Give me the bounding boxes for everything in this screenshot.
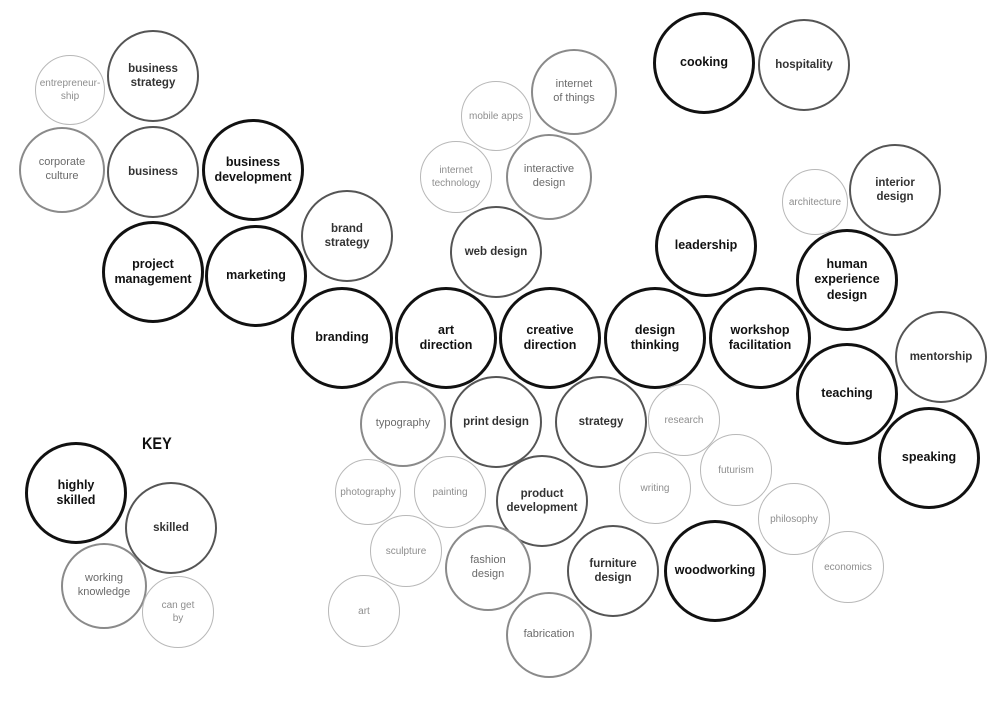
skill-bubble-woodworking: woodworking [664,520,766,622]
skill-bubble-marketing: marketing [205,225,307,327]
skill-bubble-strategy: strategy [555,376,647,468]
key-bubble-lvl-1: highly skilled [25,442,127,544]
skill-bubble-design-thinking: design thinking [604,287,706,389]
skill-bubble-research-label: research [664,414,704,426]
skill-bubble-workshop-facilitation: workshop facilitation [709,287,811,389]
skill-bubble-workshop-facilitation-label: workshop facilitation [728,322,792,352]
skill-bubble-design-thinking-label: design thinking [630,322,680,352]
skill-bubble-brand-strategy: brand strategy [301,190,393,282]
skill-bubble-product-development-label: product development [506,487,578,514]
key-bubble-lvl-3: working knowledge [61,543,147,629]
skill-bubble-mobile-apps-label: mobile apps [469,110,523,122]
skill-bubble-art-label: art [358,605,370,617]
skill-bubble-furniture-design-label: furniture design [589,557,637,584]
skill-bubble-teaching: teaching [796,343,898,445]
skill-bubble-business-label: business [128,165,178,178]
skill-bubble-teaching-label: teaching [821,386,873,401]
skill-bubble-writing: writing [619,452,691,524]
skill-bubble-interactive-design-label: interactive design [523,163,575,189]
skill-bubble-web-design-label: web design [464,245,528,258]
skill-bubble-sculpture-label: sculpture [385,545,427,557]
skill-bubble-business-strategy: business strategy [107,30,199,122]
skill-bubble-photography: photography [335,459,401,525]
skill-bubble-branding: branding [291,287,393,389]
skill-bubble-architecture: architecture [782,169,848,235]
skill-bubble-marketing-label: marketing [226,268,286,283]
skill-bubble-business-development-label: business development [214,154,292,184]
skill-bubble-print-design: print design [450,376,542,468]
skill-bubble-brand-strategy-label: brand strategy [324,222,370,249]
skill-bubble-entrepreneurship-label: entrepreneur- ship [39,78,101,102]
skill-bubble-business-strategy-label: business strategy [128,62,178,89]
skill-bubble-economics-label: economics [824,561,872,573]
skill-bubble-futurism: futurism [700,434,772,506]
skill-bubble-typography: typography [360,381,446,467]
skill-bubble-cooking: cooking [653,12,755,114]
skill-bubble-speaking-label: speaking [901,450,957,465]
skill-bubble-philosophy: philosophy [758,483,830,555]
skill-bubble-woodworking-label: woodworking [674,563,756,578]
skill-bubble-internet-of-things-label: internet of things [553,78,595,104]
skill-bubble-futurism-label: futurism [718,464,754,476]
skill-bubble-painting-label: painting [432,486,468,498]
skill-bubble-architecture-label: architecture [788,196,842,208]
skill-bubble-interior-design: interior design [849,144,941,236]
skill-bubble-art-direction-label: art direction [419,322,473,352]
skill-bubble-photography-label: photography [340,486,396,498]
skill-bubble-art: art [328,575,400,647]
skill-bubble-corporate-culture: corporate culture [19,127,105,213]
key-bubble-lvl-2-label: skilled [153,521,189,534]
skill-bubble-mobile-apps: mobile apps [461,81,531,151]
skill-bubble-typography-label: typography [375,417,431,430]
key-title: KEY [142,434,172,453]
skill-bubble-painting: painting [414,456,486,528]
skill-bubble-leadership: leadership [655,195,757,297]
skill-bubble-fashion-design: fashion design [445,525,531,611]
skill-bubble-branding-label: branding [315,330,369,345]
skill-bubble-sculpture: sculpture [370,515,442,587]
skill-bubble-creative-direction: creative direction [499,287,601,389]
key-bubble-lvl-3-label: working knowledge [77,572,131,598]
skill-bubble-business-development: business development [202,119,304,221]
skill-bubble-strategy-label: strategy [578,415,624,428]
skill-bubble-mentorship-label: mentorship [909,350,973,363]
skill-bubble-economics: economics [812,531,884,603]
skill-bubble-interior-design-label: interior design [875,176,915,203]
skill-bubble-project-management: project management [102,221,204,323]
skill-bubble-internet-technology: internet technology [420,141,492,213]
skill-bubble-corporate-culture-label: corporate culture [38,156,86,182]
skill-bubble-mentorship: mentorship [895,311,987,403]
key-bubble-lvl-1-label: highly skilled [56,477,96,507]
skill-bubble-hospitality-label: hospitality [775,58,833,71]
skill-bubble-human-experience-design: human experience design [796,229,898,331]
skill-bubble-fashion-design-label: fashion design [470,554,506,580]
skill-bubble-hospitality: hospitality [758,19,850,111]
skill-bubble-fabrication: fabrication [506,592,592,678]
skill-bubble-internet-technology-label: internet technology [431,165,481,189]
skill-bubble-business: business [107,126,199,218]
skill-bubble-research: research [648,384,720,456]
key-bubble-lvl-4-label: can get by [161,600,195,624]
skill-bubble-web-design: web design [450,206,542,298]
skill-bubble-leadership-label: leadership [674,238,738,253]
skill-bubble-speaking: speaking [878,407,980,509]
skill-bubble-art-direction: art direction [395,287,497,389]
skill-bubble-interactive-design: interactive design [506,134,592,220]
skill-bubble-writing-label: writing [640,482,670,494]
skill-bubble-human-experience-design-label: human experience design [814,257,880,302]
key-bubble-lvl-4: can get by [142,576,214,648]
skill-bubble-philosophy-label: philosophy [770,513,818,525]
skill-bubble-creative-direction-label: creative direction [523,322,577,352]
skill-bubble-fabrication-label: fabrication [523,628,575,641]
skill-bubble-project-management-label: project management [114,256,192,286]
key-bubble-lvl-2: skilled [125,482,217,574]
skill-bubble-print-design-label: print design [463,415,529,428]
skill-bubble-entrepreneurship: entrepreneur- ship [35,55,105,125]
skill-bubble-furniture-design: furniture design [567,525,659,617]
skill-bubble-internet-of-things: internet of things [531,49,617,135]
skill-bubble-cooking-label: cooking [680,55,728,70]
